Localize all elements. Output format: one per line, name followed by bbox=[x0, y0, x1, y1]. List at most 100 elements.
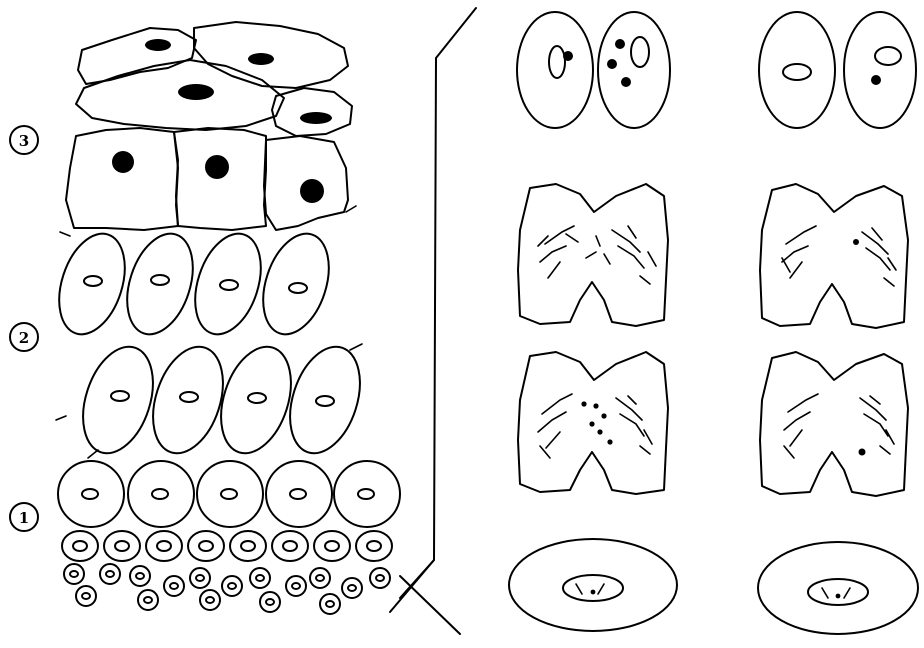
small-cell-nucleus bbox=[157, 541, 171, 551]
tiny-cell bbox=[200, 590, 220, 610]
spinous-nucleus bbox=[316, 396, 334, 406]
squamous-cell bbox=[272, 88, 352, 136]
flat-cell bbox=[758, 542, 918, 634]
oval-nucleus bbox=[783, 64, 811, 80]
granule bbox=[621, 77, 631, 87]
stage-flat-cell-col2 bbox=[758, 542, 918, 634]
oval-cell bbox=[844, 12, 916, 128]
label-layer-3: 3 bbox=[10, 126, 38, 154]
label-layer-3-text: 3 bbox=[19, 132, 29, 150]
basal-cells bbox=[58, 461, 400, 527]
small-cell-nucleus bbox=[73, 541, 87, 551]
label-layer-1-text: 1 bbox=[19, 509, 29, 527]
granular-nucleus bbox=[205, 155, 229, 179]
spinous-nucleus bbox=[220, 280, 238, 290]
spinous-nucleus bbox=[151, 275, 169, 285]
tiny-cell bbox=[138, 590, 158, 610]
tiny-cell bbox=[76, 586, 96, 606]
tiny-cell bbox=[260, 592, 280, 612]
tiny-cell bbox=[100, 564, 120, 584]
spinous-cells-upper bbox=[47, 225, 340, 342]
oval-cell bbox=[598, 12, 670, 128]
basal-cell bbox=[266, 461, 332, 527]
spinous-nucleus bbox=[84, 276, 102, 286]
flat-cell-nucleus bbox=[563, 575, 623, 601]
oval-cell bbox=[517, 12, 593, 128]
basal-nucleus bbox=[152, 489, 168, 499]
oval-nucleus bbox=[549, 46, 565, 78]
small-cell bbox=[62, 531, 98, 561]
stage-dividing-cell-col2-a bbox=[760, 184, 908, 328]
flat-nucleus bbox=[248, 53, 274, 65]
spinous-nucleus bbox=[289, 283, 307, 293]
tiny-cell bbox=[250, 568, 270, 588]
dividing-cell bbox=[760, 184, 908, 328]
spinous-nucleus bbox=[248, 393, 266, 403]
oval-nucleus bbox=[631, 37, 649, 67]
small-cell bbox=[188, 531, 224, 561]
divider-line bbox=[390, 8, 476, 634]
stage-dividing-cell-col2-b bbox=[760, 352, 908, 496]
flattened-surface-cells bbox=[76, 22, 352, 136]
basal-cell bbox=[334, 461, 400, 527]
tiny-cell bbox=[310, 568, 330, 588]
basal-nucleus bbox=[82, 489, 98, 499]
tiny-cell bbox=[286, 576, 306, 596]
dividing-cell bbox=[518, 184, 668, 326]
spinous-cell bbox=[209, 338, 304, 462]
squamous-cell bbox=[78, 28, 196, 84]
stage-dividing-cell-col1-a bbox=[518, 184, 668, 326]
basal-cell bbox=[128, 461, 194, 527]
small-cell-nucleus bbox=[367, 541, 381, 551]
small-cell bbox=[272, 531, 308, 561]
granular-nucleus bbox=[112, 151, 134, 173]
label-layer-1: 1 bbox=[10, 503, 38, 531]
small-cell-nucleus bbox=[325, 541, 339, 551]
small-cell-nucleus bbox=[283, 541, 297, 551]
small-cell-nucleus bbox=[241, 541, 255, 551]
small-cell bbox=[356, 531, 392, 561]
granule bbox=[615, 39, 625, 49]
basal-cell bbox=[58, 461, 124, 527]
tiny-cell bbox=[164, 576, 184, 596]
granule bbox=[563, 51, 573, 61]
tiny-cell bbox=[320, 594, 340, 614]
basal-nucleus bbox=[221, 489, 237, 499]
basal-nucleus bbox=[358, 489, 374, 499]
oval-nucleus bbox=[875, 47, 901, 65]
granular-cells bbox=[66, 128, 348, 230]
flat-nucleus bbox=[178, 84, 214, 100]
stage-dividing-cell-col1-b bbox=[518, 352, 668, 494]
granular-cell bbox=[174, 128, 266, 230]
label-layer-2: 2 bbox=[10, 323, 38, 351]
spinous-cells-lower bbox=[71, 338, 373, 462]
tiny-cell bbox=[130, 566, 150, 586]
spinous-nucleus bbox=[111, 391, 129, 401]
dividing-cell bbox=[760, 352, 908, 496]
spinous-cell bbox=[141, 338, 236, 462]
granular-cell bbox=[66, 128, 178, 230]
oval-cell bbox=[759, 12, 835, 128]
label-layer-2-text: 2 bbox=[19, 329, 29, 347]
small-cell bbox=[146, 531, 182, 561]
squamous-cell bbox=[194, 22, 348, 88]
small-cell bbox=[314, 531, 350, 561]
spinous-nucleus bbox=[180, 392, 198, 402]
basal-nucleus bbox=[290, 489, 306, 499]
granule bbox=[871, 75, 881, 85]
flat-cell-nucleus bbox=[808, 579, 868, 605]
stage-flat-cell-col1 bbox=[509, 539, 677, 631]
small-cell bbox=[230, 531, 266, 561]
small-cells-row-1 bbox=[62, 531, 392, 561]
small-cell bbox=[104, 531, 140, 561]
flat-nucleus bbox=[145, 39, 171, 51]
stage-oval-pair-col1 bbox=[517, 12, 670, 128]
small-cell-nucleus bbox=[199, 541, 213, 551]
tiny-cell bbox=[222, 576, 242, 596]
basal-cell bbox=[197, 461, 263, 527]
spinous-cell bbox=[278, 338, 373, 462]
small-cell-nucleus bbox=[115, 541, 129, 551]
spinous-cell bbox=[47, 225, 136, 342]
